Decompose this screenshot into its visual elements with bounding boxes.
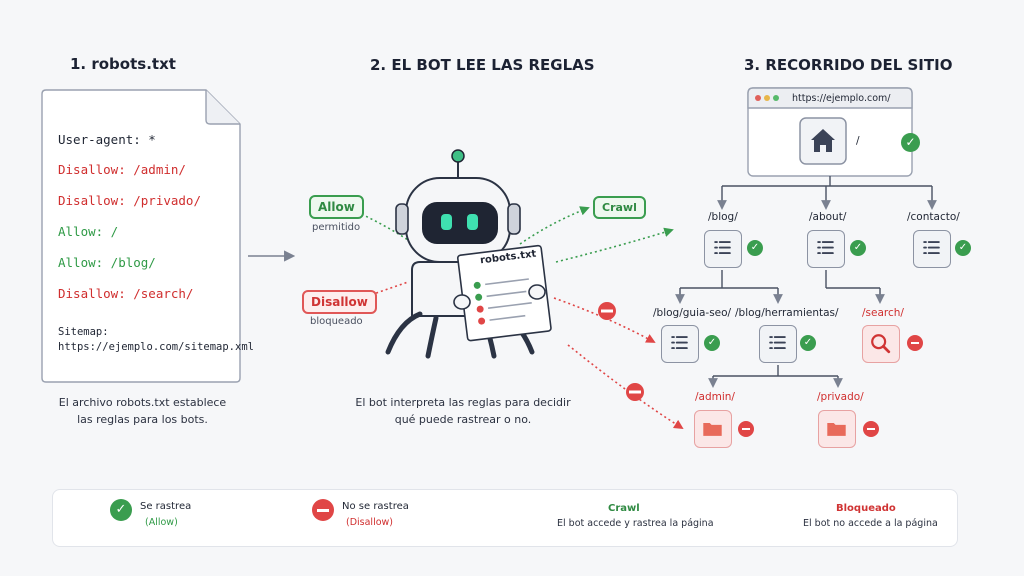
disallow-badge: Disallow [302,290,377,314]
legend-blocked-arrow-title: Bloqueado [836,503,896,514]
robots-line-disallow-admin: Disallow: /admin/ [58,162,186,177]
path-about: /about/ [809,211,847,223]
no-entry-icon [312,499,334,521]
crawl-arrow-up [519,206,590,245]
disallow-sub-label: bloqueado [310,316,363,327]
list-page-icon [671,336,688,350]
root-path-label: / [856,135,860,147]
path-blog: /blog/ [708,211,738,223]
crawl-badge: Crawl [593,196,646,219]
list-page-icon [923,241,940,255]
path-contacto: /contacto/ [907,211,960,223]
legend-blocked-arrow-sub: El bot no accede a la página [803,518,938,529]
list-page-icon [769,336,786,350]
no-entry-icon [598,302,616,320]
robots-caption: El archivo robots.txt establece las regl… [58,396,227,426]
page-node-contacto[interactable] [913,230,951,268]
path-guia-seo: /blog/guia-seo/ [653,307,732,319]
home-icon[interactable] [800,118,846,164]
check-icon: ✓ [850,240,866,256]
folder-icon [827,422,846,436]
check-icon: ✓ [955,240,971,256]
path-search: /search/ [862,307,904,319]
robots-line-disallow-search: Disallow: /search/ [58,286,194,301]
step3-heading: 3. RECORRIDO DEL SITIO [744,56,953,74]
check-icon: ✓ [110,499,132,521]
robot-figure [385,149,552,359]
no-entry-icon [626,383,644,401]
page-node-about[interactable] [807,230,845,268]
sitemap-url: https://ejemplo.com/sitemap.xml [58,341,254,353]
check-icon: ✓ [747,240,763,256]
robots-line-user-agent: User-agent: * [58,132,156,147]
sitemap-label: Sitemap: [58,326,109,338]
allow-sub-label: permitido [312,222,361,233]
magnifier-icon [871,334,891,354]
page-node-search[interactable] [862,325,900,363]
robots-line-disallow-privado: Disallow: /privado/ [58,193,201,208]
check-icon: ✓ [704,335,720,351]
no-entry-icon [907,335,923,351]
robots-file-document [41,89,241,383]
folder-node-admin[interactable] [694,410,732,448]
site-tree-lines [675,176,937,388]
bot-caption: El bot interpreta las reglas para decidi… [355,396,571,426]
no-entry-icon [738,421,754,437]
folder-node-privado[interactable] [818,410,856,448]
no-entry-icon [863,421,879,437]
legend-blocked-sub: (Disallow) [346,517,393,528]
crawl-arrow-blog [555,227,674,263]
browser-url: https://ejemplo.com/ [792,93,891,104]
browser-window [747,87,913,177]
step2-heading: 2. EL BOT LEE LAS REGLAS [370,56,595,74]
folder-icon [703,422,722,436]
path-herramientas: /blog/herramientas/ [735,307,839,319]
robots-line-allow-blog: Allow: /blog/ [58,255,156,270]
page-node-herramientas[interactable] [759,325,797,363]
legend-crawl-title: Crawl [608,503,640,514]
legend-crawled-title: Se rastrea [140,501,192,512]
list-page-icon [817,241,834,255]
legend-crawl-sub: El bot accede y rastrea la página [557,518,714,529]
page-node-blog[interactable] [704,230,742,268]
allow-badge: Allow [309,195,364,219]
path-admin: /admin/ [695,391,735,403]
legend-blocked-title: No se rastrea [342,501,409,512]
robots-line-allow-root: Allow: / [58,224,119,239]
check-icon: ✓ [800,335,816,351]
legend-panel [52,489,958,547]
path-privado: /privado/ [817,391,864,403]
list-page-icon [714,241,731,255]
legend-crawled-sub: (Allow) [145,517,178,528]
page-node-guia-seo[interactable] [661,325,699,363]
step1-heading: 1. robots.txt [70,55,176,73]
check-icon: ✓ [901,133,920,152]
